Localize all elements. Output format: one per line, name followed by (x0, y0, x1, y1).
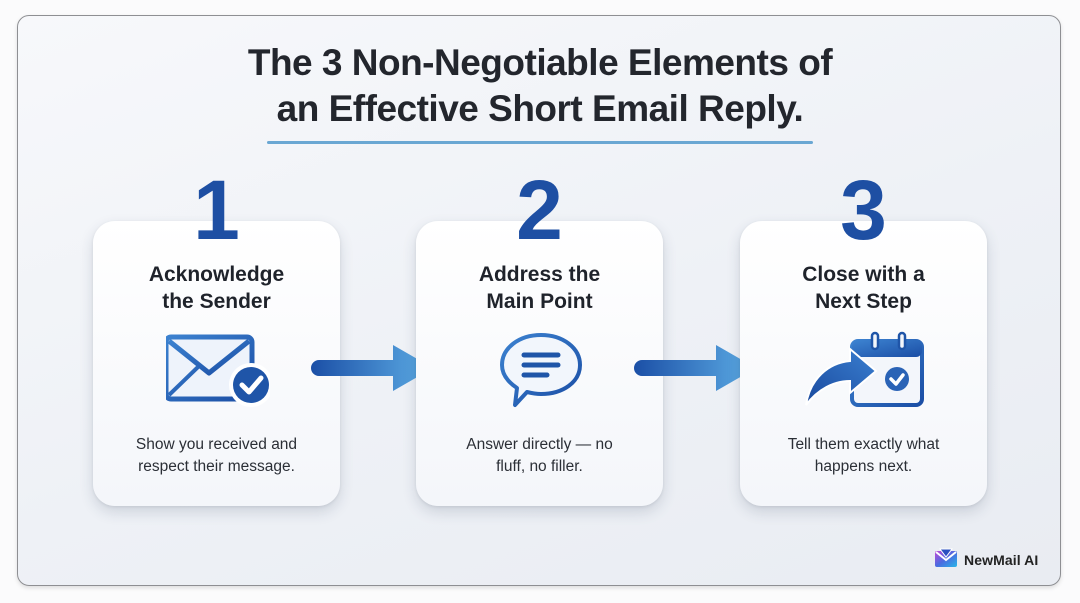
step-card-1: Acknowledge the Sender Show you received… (93, 221, 340, 506)
step-desc-line: Show you received and (135, 436, 298, 453)
page-title: The 3 Non-Negotiable Elements of an Effe… (0, 40, 1080, 132)
speech-bubble-icon (489, 331, 593, 411)
step-title-line: Main Point (486, 290, 593, 313)
step-desc-line: Tell them exactly what (787, 436, 940, 453)
newmail-logo-icon (934, 548, 958, 573)
step-title-line: Address the (478, 263, 601, 286)
calendar-forward-icon (804, 331, 924, 411)
step-description: Answer directly — no fluff, no filler. (416, 434, 663, 478)
arrow-right-icon (311, 343, 435, 393)
title-line-1: The 3 Non-Negotiable Elements of (247, 42, 833, 83)
step-description: Show you received and respect their mess… (93, 434, 340, 478)
brand-badge: NewMail AI (934, 548, 1038, 572)
envelope-check-icon (163, 331, 273, 411)
step-desc-line: respect their message. (138, 458, 295, 475)
step-description: Tell them exactly what happens next. (740, 434, 987, 478)
step-number-1: 1 (193, 163, 240, 257)
step-desc-line: fluff, no filler. (496, 458, 583, 475)
step-card-3: Close with a Next Step Tell them exactly… (740, 221, 987, 506)
step-desc-line: Answer directly — no (466, 436, 613, 453)
step-title-line: Acknowledge (148, 263, 285, 286)
step-number-2: 2 (516, 163, 563, 257)
step-title-line: Close with a (802, 263, 925, 286)
step-number-3: 3 (840, 163, 887, 257)
step-desc-line: happens next. (814, 458, 913, 475)
title-line-2: an Effective Short Email Reply. (276, 88, 804, 129)
step-title: Address the Main Point (416, 261, 663, 315)
step-title: Close with a Next Step (740, 261, 987, 315)
brand-name: NewMail AI (964, 552, 1039, 568)
step-title-line: the Sender (162, 290, 271, 313)
arrow-right-icon (634, 343, 758, 393)
title-underline (267, 141, 813, 144)
step-title: Acknowledge the Sender (93, 261, 340, 315)
step-card-2: Address the Main Point Answer directly —… (416, 221, 663, 506)
step-title-line: Next Step (815, 290, 912, 313)
